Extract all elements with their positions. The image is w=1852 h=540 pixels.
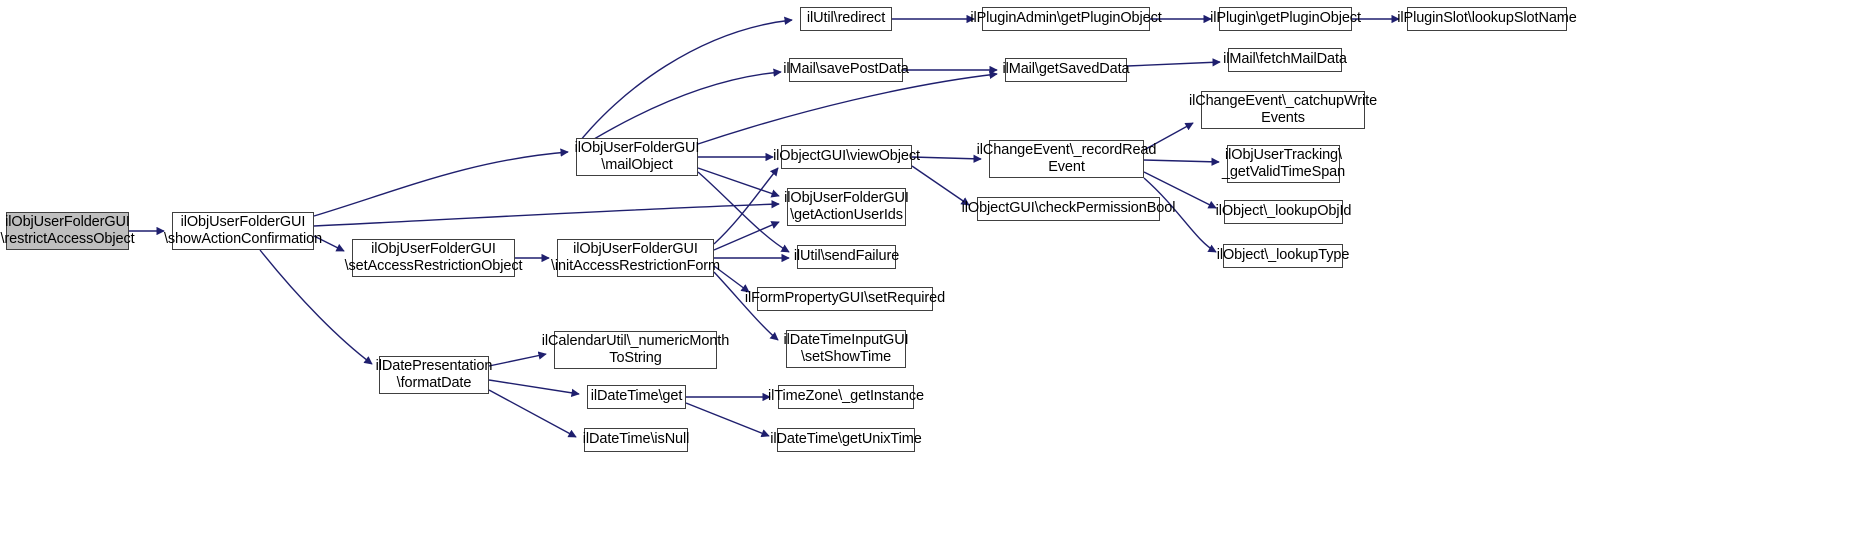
graph-node-savePostData[interactable]: ilMail\savePostData [783, 58, 909, 82]
graph-node-getValidTimeSpan[interactable]: ilObjUserTracking\ _getValidTimeSpan [1222, 145, 1345, 183]
graph-node-recordReadEvent[interactable]: ilChangeEvent\_recordRead Event [977, 140, 1156, 178]
call-edge [697, 70, 998, 145]
call-edge [911, 165, 970, 206]
graph-node-restrictAccessObject[interactable]: ilObjUserFolderGUI \restrictAccessObject [0, 212, 135, 250]
graph-node-catchupWriteEvents[interactable]: ilChangeEvent\_catchupWrite Events [1189, 91, 1377, 129]
graph-node-numericMonthToString[interactable]: ilCalendarUtil\_numericMonth ToString [542, 331, 729, 369]
call-edge [697, 167, 780, 198]
graph-node-getInstance[interactable]: ilTimeZone\_getInstance [768, 385, 924, 409]
graph-node-setShowTime[interactable]: ilDateTimeInputGUI \setShowTime [784, 330, 909, 368]
call-edge [685, 402, 770, 438]
call-edge [488, 379, 580, 397]
graph-node-getPluginObject[interactable]: ilPlugin\getPluginObject [1210, 7, 1361, 31]
graph-node-formatDate[interactable]: ilDatePresentation \formatDate [376, 356, 492, 394]
call-edge [1126, 58, 1221, 67]
graph-node-lookupType[interactable]: ilObject\_lookupType [1217, 244, 1349, 268]
graph-node-redirect[interactable]: ilUtil\redirect [800, 7, 892, 31]
graph-node-mailObject[interactable]: ilObjUserFolderGUI \mailObject [575, 138, 699, 176]
graph-node-sendFailure[interactable]: ilUtil\sendFailure [794, 245, 899, 269]
graph-node-fetchMailData[interactable]: ilMail\fetchMailData [1223, 48, 1347, 72]
graph-node-initAccessRestrictionForm[interactable]: ilObjUserFolderGUI \initAccessRestrictio… [551, 239, 720, 277]
call-edge [488, 351, 547, 367]
graph-node-getSavedData[interactable]: ilMail\getSavedData [1002, 58, 1130, 82]
graph-node-getUnixTime[interactable]: ilDateTime\getUnixTime [770, 428, 922, 452]
graph-node-setAccessRestrictionObject[interactable]: ilObjUserFolderGUI \setAccessRestriction… [345, 239, 523, 277]
call-edge [713, 221, 780, 251]
graph-node-isNull[interactable]: ilDateTime\isNull [583, 428, 689, 452]
call-edge [488, 389, 577, 438]
call-edge [911, 154, 982, 163]
call-edge [713, 167, 779, 245]
graph-node-viewObject[interactable]: ilObjectGUI\viewObject [773, 145, 920, 169]
graph-node-lookupObjId[interactable]: ilObject\_lookupObjId [1216, 200, 1351, 224]
graph-node-showActionConfirmation[interactable]: ilObjUserFolderGUI \showActionConfirmati… [164, 212, 322, 250]
graph-node-dateTimeGet[interactable]: ilDateTime\get [587, 385, 686, 409]
graph-node-getPluginObjectAdmin[interactable]: ilPluginAdmin\getPluginObject [970, 7, 1162, 31]
call-edge [313, 200, 780, 227]
call-edge [575, 16, 793, 147]
call-edge [313, 148, 569, 217]
graph-node-getActionUserIds[interactable]: ilObjUserFolderGUI \getActionUserIds [784, 188, 909, 226]
graph-node-setRequired[interactable]: ilFormPropertyGUI\setRequired [745, 287, 945, 311]
graph-node-lookupSlotName[interactable]: ilPluginSlot\lookupSlotName [1397, 7, 1577, 31]
graph-node-checkPermissionBool[interactable]: ilObjectGUI\checkPermissionBool [962, 197, 1175, 221]
